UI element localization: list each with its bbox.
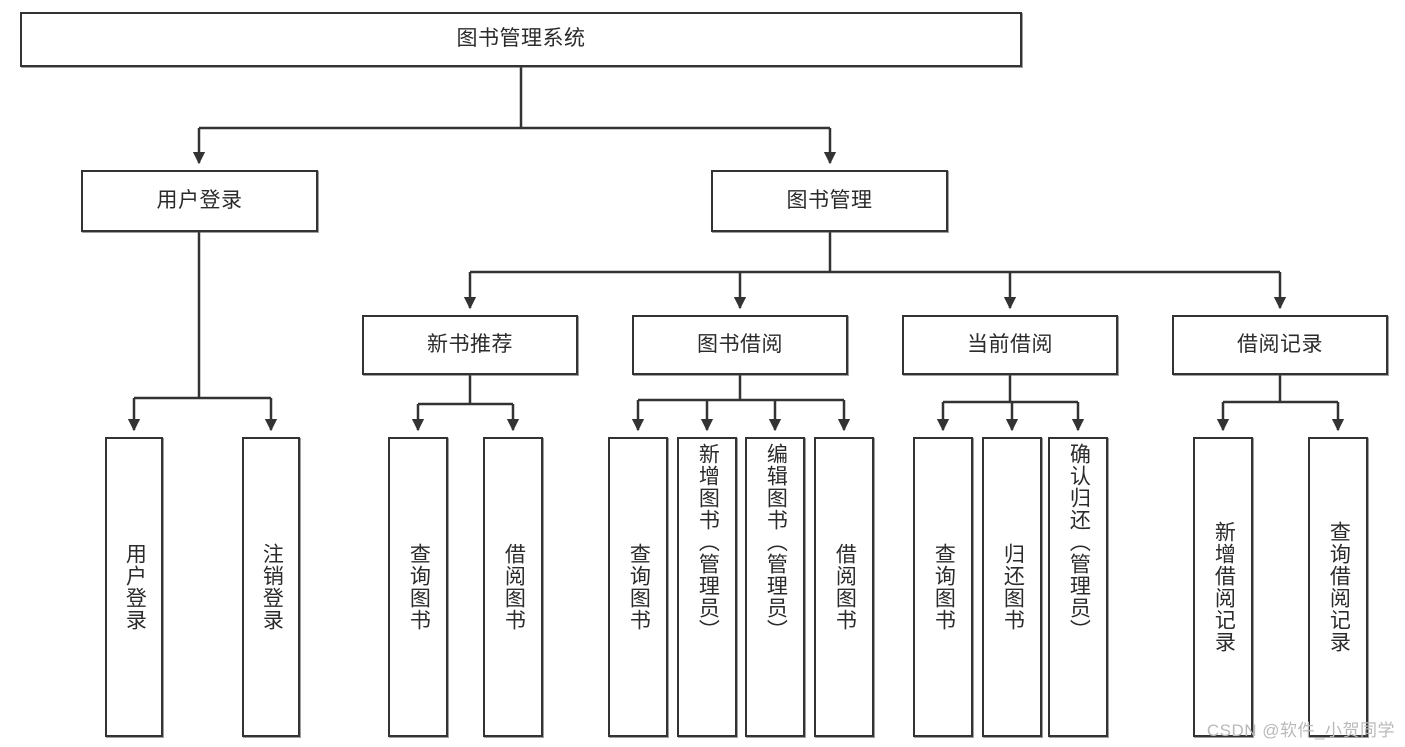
leaf-add-borrow-record[interactable]: 新增借阅记录 bbox=[1193, 437, 1253, 737]
csdn-watermark: CSDN @软件_小贺同学 bbox=[1206, 721, 1395, 740]
node-label: 用户登录 bbox=[156, 188, 243, 212]
node-label: 新增图书（管理员） bbox=[696, 443, 720, 641]
node-label: 借阅图书 bbox=[502, 543, 526, 631]
node-label: 新增借阅记录 bbox=[1212, 521, 1236, 653]
leaf-logout[interactable]: 注销登录 bbox=[242, 437, 300, 737]
node-label: 查询图书 bbox=[407, 543, 431, 631]
leaf-confirm-return-admin[interactable]: 确认归还（管理员） bbox=[1048, 437, 1108, 737]
node-label: 借阅记录 bbox=[1237, 332, 1323, 356]
node-borrow-records[interactable]: 借阅记录 bbox=[1172, 315, 1388, 375]
node-label: 注销登录 bbox=[260, 543, 284, 631]
node-book-borrowing[interactable]: 图书借阅 bbox=[632, 315, 848, 375]
leaf-edit-book-admin[interactable]: 编辑图书（管理员） bbox=[745, 437, 805, 737]
node-label: 归还图书 bbox=[1001, 543, 1025, 631]
leaf-borrow-books-recommend[interactable]: 借阅图书 bbox=[483, 437, 543, 737]
node-label: 编辑图书（管理员） bbox=[764, 443, 788, 641]
leaf-query-books-recommend[interactable]: 查询图书 bbox=[388, 437, 448, 737]
leaf-borrow-books[interactable]: 借阅图书 bbox=[814, 437, 874, 737]
node-label: 查询图书 bbox=[932, 543, 956, 631]
leaf-return-books[interactable]: 归还图书 bbox=[982, 437, 1042, 737]
node-label: 图书管理 bbox=[786, 188, 873, 212]
node-label: 新书推荐 bbox=[427, 332, 513, 356]
node-label: 图书管理系统 bbox=[456, 27, 586, 51]
leaf-query-borrow-record[interactable]: 查询借阅记录 bbox=[1308, 437, 1368, 737]
leaf-query-books-borrowing[interactable]: 查询图书 bbox=[608, 437, 668, 737]
node-label: 查询借阅记录 bbox=[1327, 521, 1351, 653]
node-book-management[interactable]: 图书管理 bbox=[711, 170, 948, 232]
node-label: 图书借阅 bbox=[697, 332, 783, 356]
leaf-add-book-admin[interactable]: 新增图书（管理员） bbox=[677, 437, 737, 737]
node-label: 借阅图书 bbox=[833, 543, 857, 631]
node-label: 用户登录 bbox=[123, 543, 147, 631]
leaf-user-login[interactable]: 用户登录 bbox=[105, 437, 163, 737]
node-current-borrowing[interactable]: 当前借阅 bbox=[902, 315, 1118, 375]
node-label: 确认归还（管理员） bbox=[1067, 443, 1091, 641]
node-label: 查询图书 bbox=[627, 543, 651, 631]
leaf-query-books-current[interactable]: 查询图书 bbox=[913, 437, 973, 737]
node-new-book-recommendation[interactable]: 新书推荐 bbox=[362, 315, 578, 375]
node-user-login[interactable]: 用户登录 bbox=[81, 170, 318, 232]
node-label: 当前借阅 bbox=[967, 332, 1053, 356]
node-root[interactable]: 图书管理系统 bbox=[20, 12, 1022, 67]
